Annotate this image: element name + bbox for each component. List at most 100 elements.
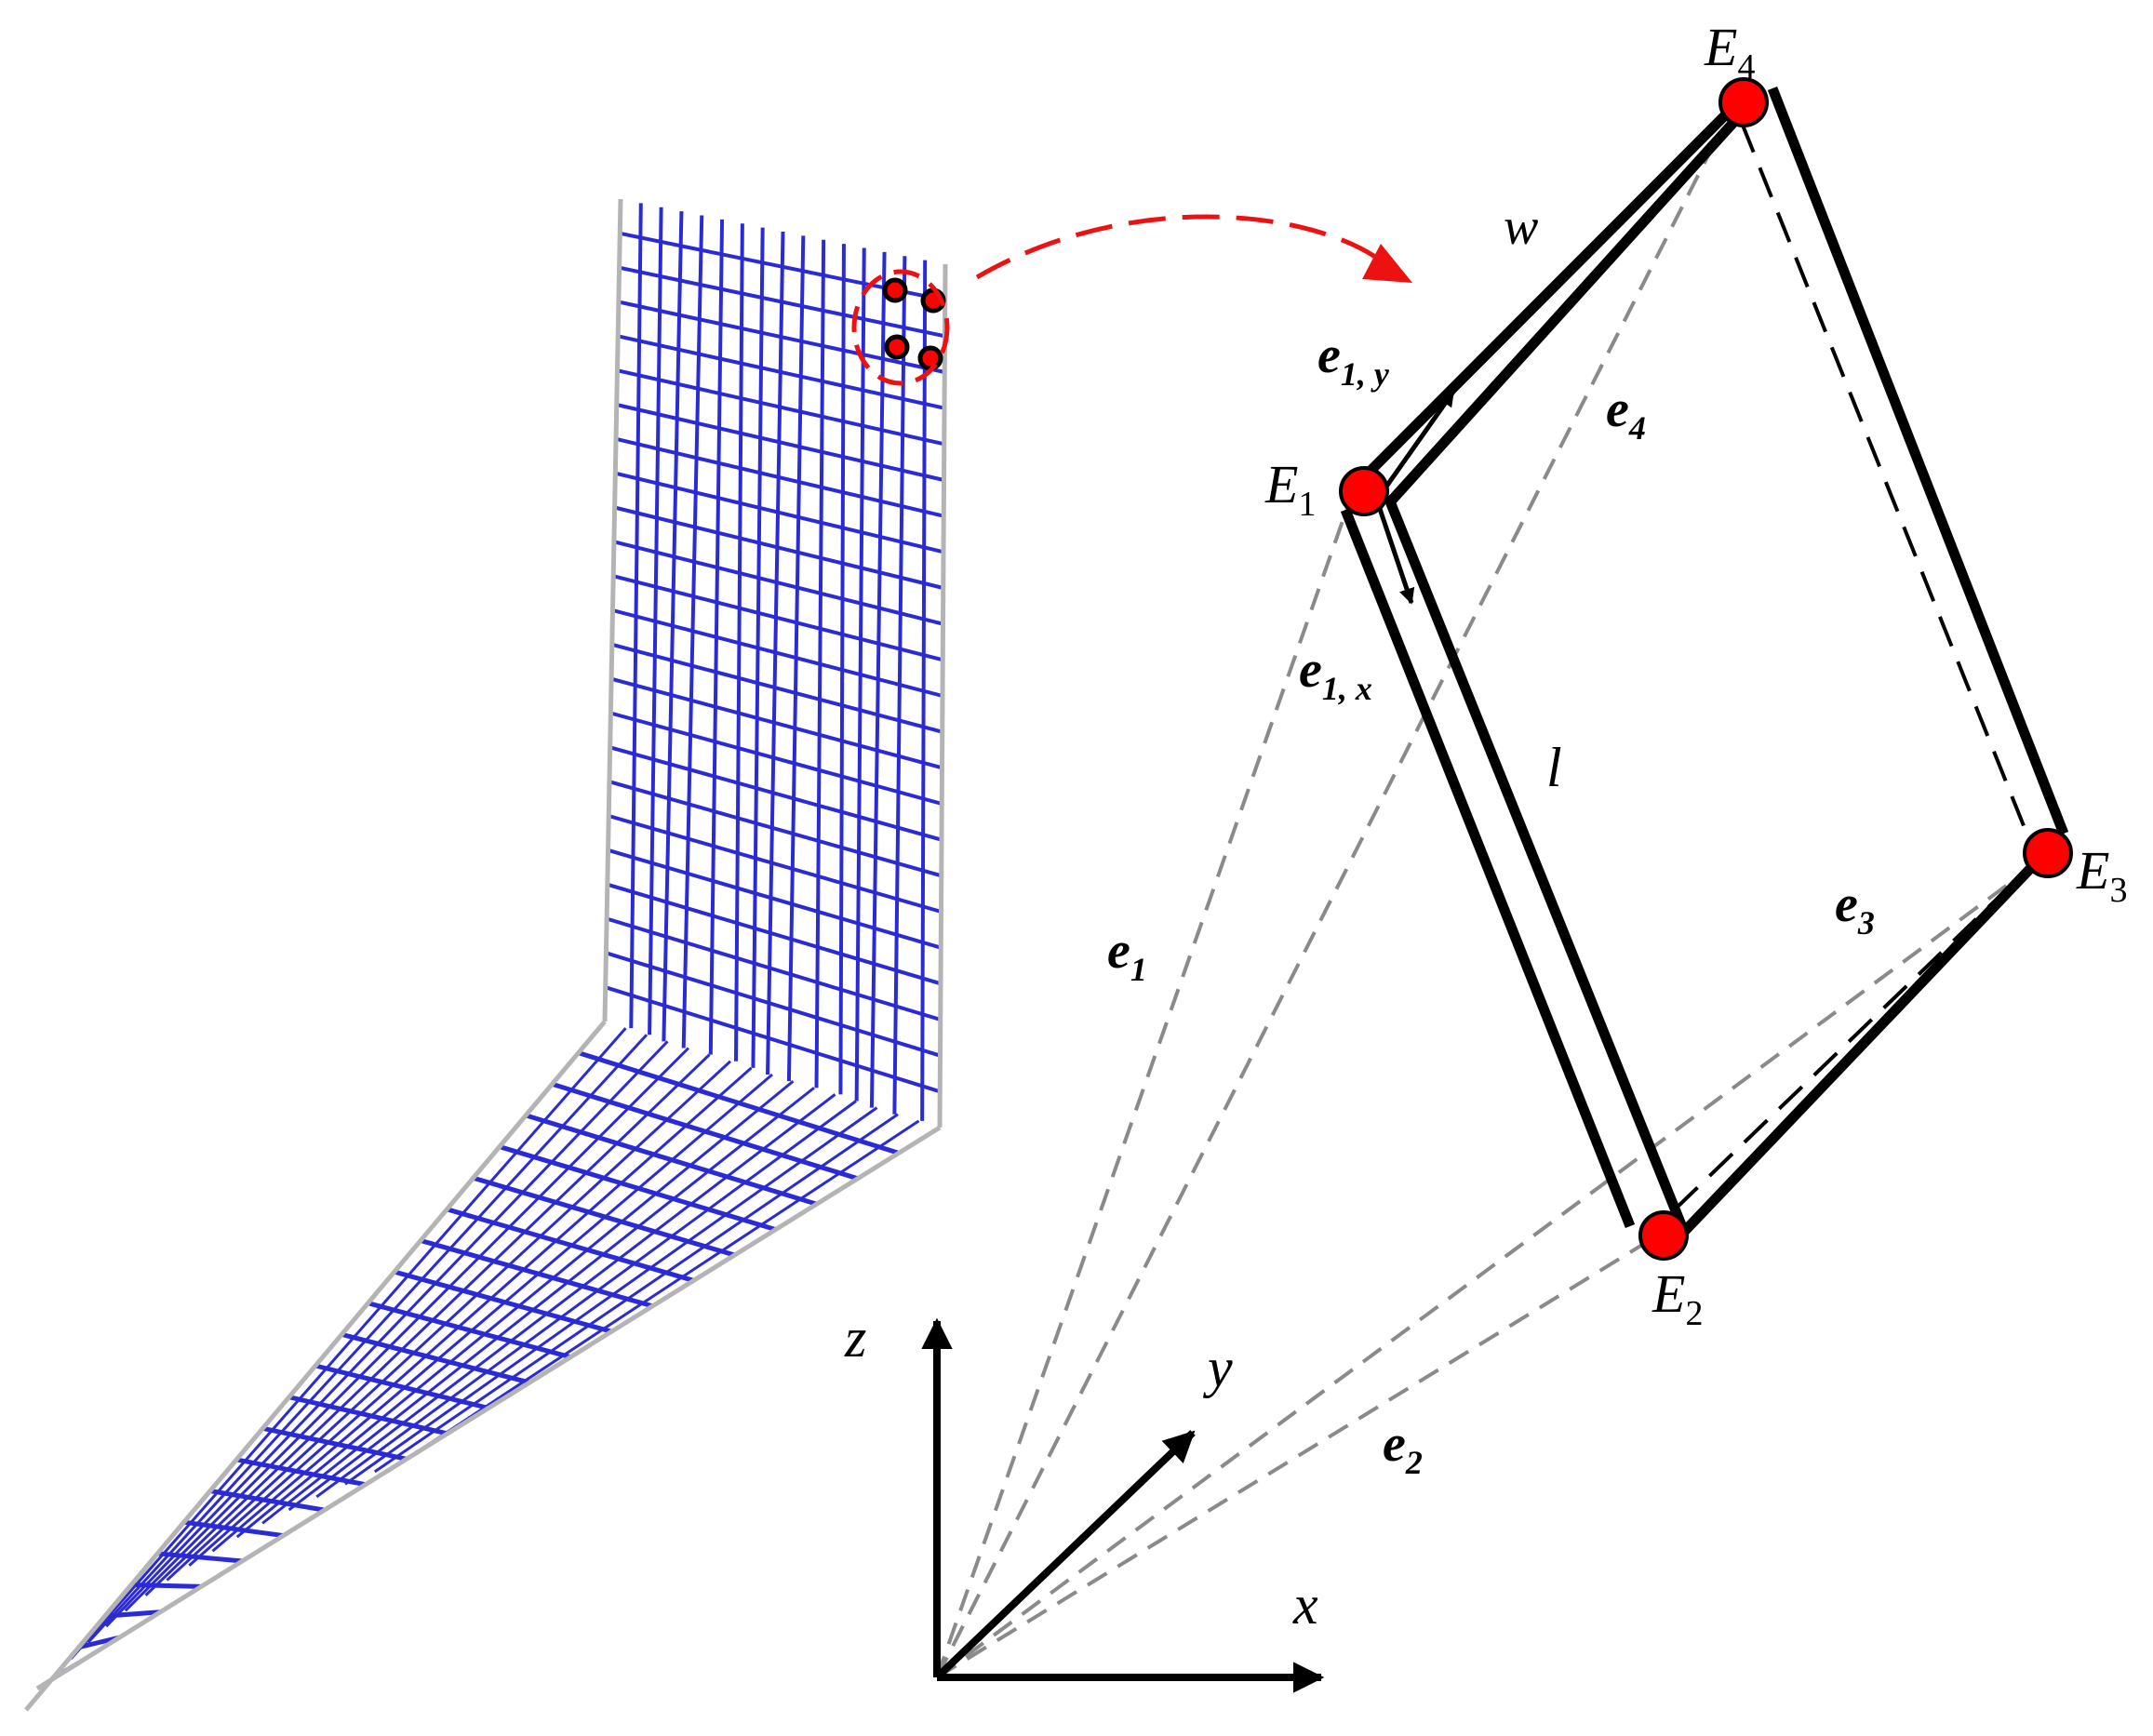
mesh-row bbox=[608, 780, 943, 878]
label-vec-e3: e3 bbox=[1835, 875, 1875, 941]
mesh-slope-column bbox=[105, 1040, 669, 1628]
hidden-edges bbox=[1673, 122, 2036, 1211]
vector-e2-line bbox=[935, 1240, 1649, 1679]
mesh-node-marker bbox=[882, 277, 908, 303]
mesh-row bbox=[605, 951, 942, 1058]
zoom-callout-arrowhead bbox=[1362, 244, 1412, 283]
element-nodes bbox=[1339, 77, 2073, 1261]
y-axis bbox=[934, 1430, 1196, 1680]
mesh-row bbox=[609, 711, 943, 806]
mesh-edge-slope-left bbox=[24, 1020, 607, 1712]
labels: E4 E1 E3 E2 w l e1, y e1, x e4 e1 e3 bbox=[844, 17, 2127, 1636]
mesh-slope-column bbox=[373, 1113, 899, 1474]
edge-e2-e3 bbox=[1680, 830, 2067, 1235]
zoom-callout-arrow bbox=[975, 214, 1377, 280]
node-e2 bbox=[1638, 1210, 1689, 1261]
mesh-slope-column bbox=[261, 1087, 815, 1525]
axis-label-y: y bbox=[1202, 1337, 1233, 1398]
mesh-row bbox=[611, 642, 943, 734]
edge-e4-e3 bbox=[1767, 86, 2069, 836]
folded-mesh bbox=[24, 198, 948, 1712]
label-e3: E3 bbox=[2076, 840, 2127, 910]
label-e1y: e1, y bbox=[1317, 327, 1390, 393]
label-e1: E1 bbox=[1264, 454, 1316, 524]
global-axes bbox=[921, 1317, 1325, 1693]
label-vec-e4: e4 bbox=[1606, 381, 1646, 447]
mesh-edge-right bbox=[937, 263, 948, 1128]
mesh-edge-left bbox=[602, 198, 623, 1022]
mesh-row bbox=[617, 334, 945, 410]
mesh-slope-row bbox=[288, 1395, 448, 1436]
hidden-edge-e4-e3 bbox=[1740, 122, 2036, 852]
edge-l-outer bbox=[1340, 507, 1636, 1229]
element-frame bbox=[1340, 86, 2069, 1235]
hidden-edge-e2-e3 bbox=[1673, 861, 2036, 1211]
label-vec-e2: e2 bbox=[1383, 1415, 1423, 1481]
e1y-arrow bbox=[1379, 390, 1456, 495]
mesh-slope-row bbox=[183, 1519, 284, 1539]
mesh-row bbox=[610, 676, 943, 770]
mesh-slope-column bbox=[70, 1027, 627, 1661]
mesh-slope-row bbox=[235, 1457, 367, 1488]
mesh-row bbox=[611, 608, 943, 698]
mesh-row bbox=[615, 436, 944, 518]
zoom-callout-ellipse bbox=[851, 269, 950, 386]
edge-l-inner bbox=[1383, 494, 1690, 1235]
mesh-slope-column bbox=[87, 1034, 649, 1644]
mesh-row bbox=[614, 505, 944, 590]
mesh-row bbox=[606, 916, 942, 1022]
node-e3 bbox=[2023, 828, 2073, 878]
mesh-node-marker bbox=[917, 345, 943, 371]
mesh-row bbox=[613, 540, 943, 626]
axis-label-z: z bbox=[844, 1307, 866, 1369]
vector-e3-line bbox=[935, 863, 2036, 1679]
axis-label-x: x bbox=[1292, 1574, 1318, 1636]
mesh-row bbox=[607, 848, 942, 950]
mesh-grid-lines bbox=[50, 203, 946, 1681]
mesh-row bbox=[616, 403, 944, 482]
label-e1x: e1, x bbox=[1299, 641, 1372, 707]
vector-e4-line bbox=[935, 151, 1712, 1678]
mesh-slope-column bbox=[288, 1093, 836, 1512]
mesh-slope-row bbox=[420, 1238, 654, 1309]
mesh-row bbox=[608, 814, 943, 914]
dimension-w: w bbox=[1504, 198, 1538, 256]
mesh-slope-column bbox=[144, 1053, 711, 1596]
mesh-row bbox=[619, 265, 945, 339]
e1x-arrow bbox=[1372, 494, 1415, 605]
mesh-slope-column bbox=[344, 1106, 878, 1486]
mesh-row bbox=[617, 368, 945, 447]
label-e2: E2 bbox=[1652, 1263, 1703, 1333]
mesh-outline bbox=[24, 198, 948, 1712]
mesh-slope-row bbox=[394, 1269, 612, 1334]
mesh-slope-column bbox=[166, 1060, 732, 1582]
mesh-slope-row bbox=[261, 1425, 408, 1462]
vector-e1-line bbox=[935, 501, 1351, 1678]
mesh-slope-column bbox=[124, 1047, 690, 1612]
edge-w-outer bbox=[1357, 87, 1753, 485]
node-e1 bbox=[1339, 466, 1389, 516]
position-vectors bbox=[935, 151, 2036, 1679]
mesh-slope-column bbox=[404, 1119, 920, 1462]
mesh-slope-column bbox=[315, 1100, 857, 1499]
mesh-row bbox=[607, 882, 942, 986]
mesh-slope-row bbox=[314, 1363, 489, 1410]
mesh-slope-column bbox=[211, 1073, 773, 1553]
mesh-slope-row bbox=[131, 1582, 202, 1589]
dimension-l: l bbox=[1546, 737, 1562, 798]
label-vec-e1: e1 bbox=[1107, 922, 1147, 988]
mesh-row bbox=[612, 574, 943, 662]
mesh-slope-column bbox=[188, 1066, 753, 1567]
mesh-node-marker bbox=[884, 334, 910, 360]
node-e4 bbox=[1718, 77, 1769, 127]
mesh-slope-column bbox=[235, 1079, 795, 1539]
mesh-slope-row bbox=[209, 1489, 326, 1513]
mesh-row bbox=[609, 745, 943, 842]
mesh-edge-slope-right bbox=[35, 1125, 942, 1691]
label-e4: E4 bbox=[1704, 17, 1755, 87]
edge-w-inner bbox=[1384, 112, 1745, 508]
mesh-row bbox=[605, 985, 941, 1094]
mesh-row bbox=[618, 300, 945, 374]
mesh-row bbox=[614, 471, 944, 554]
